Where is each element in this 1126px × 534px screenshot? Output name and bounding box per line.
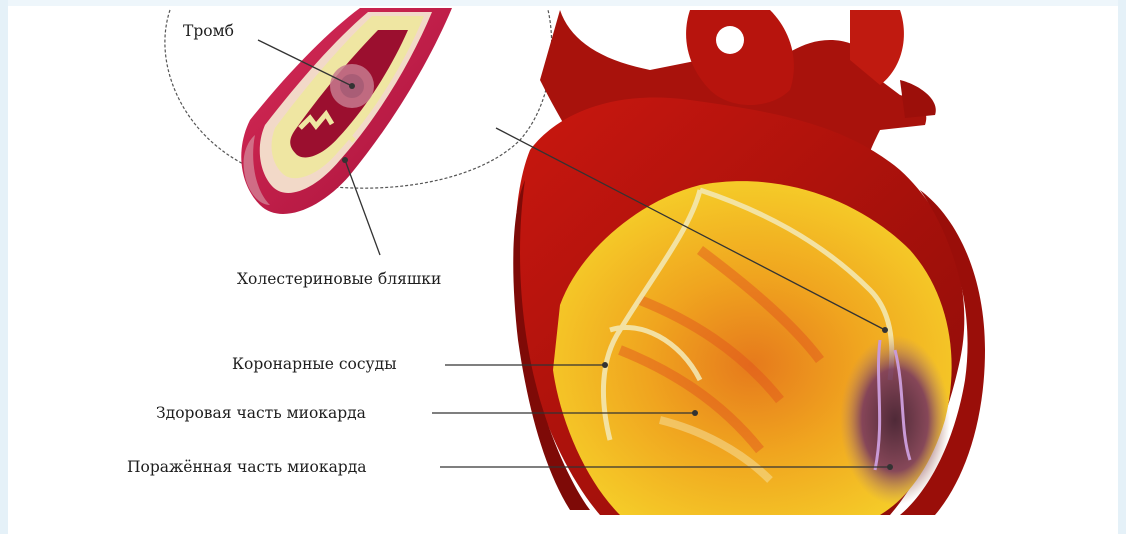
label-thrombus: Тромб: [183, 22, 234, 40]
label-healthy-myocardium: Здоровая часть миокарда: [156, 404, 366, 422]
heart: [513, 10, 985, 515]
vessel-opening: [716, 26, 744, 54]
plaques-leader: [345, 160, 380, 255]
label-damaged-myocardium: Поражённая часть миокарда: [127, 458, 367, 476]
label-coronary-vessels: Коронарные сосуды: [232, 355, 397, 373]
label-cholesterol-plaques: Холестериновые бляшки: [237, 270, 441, 288]
